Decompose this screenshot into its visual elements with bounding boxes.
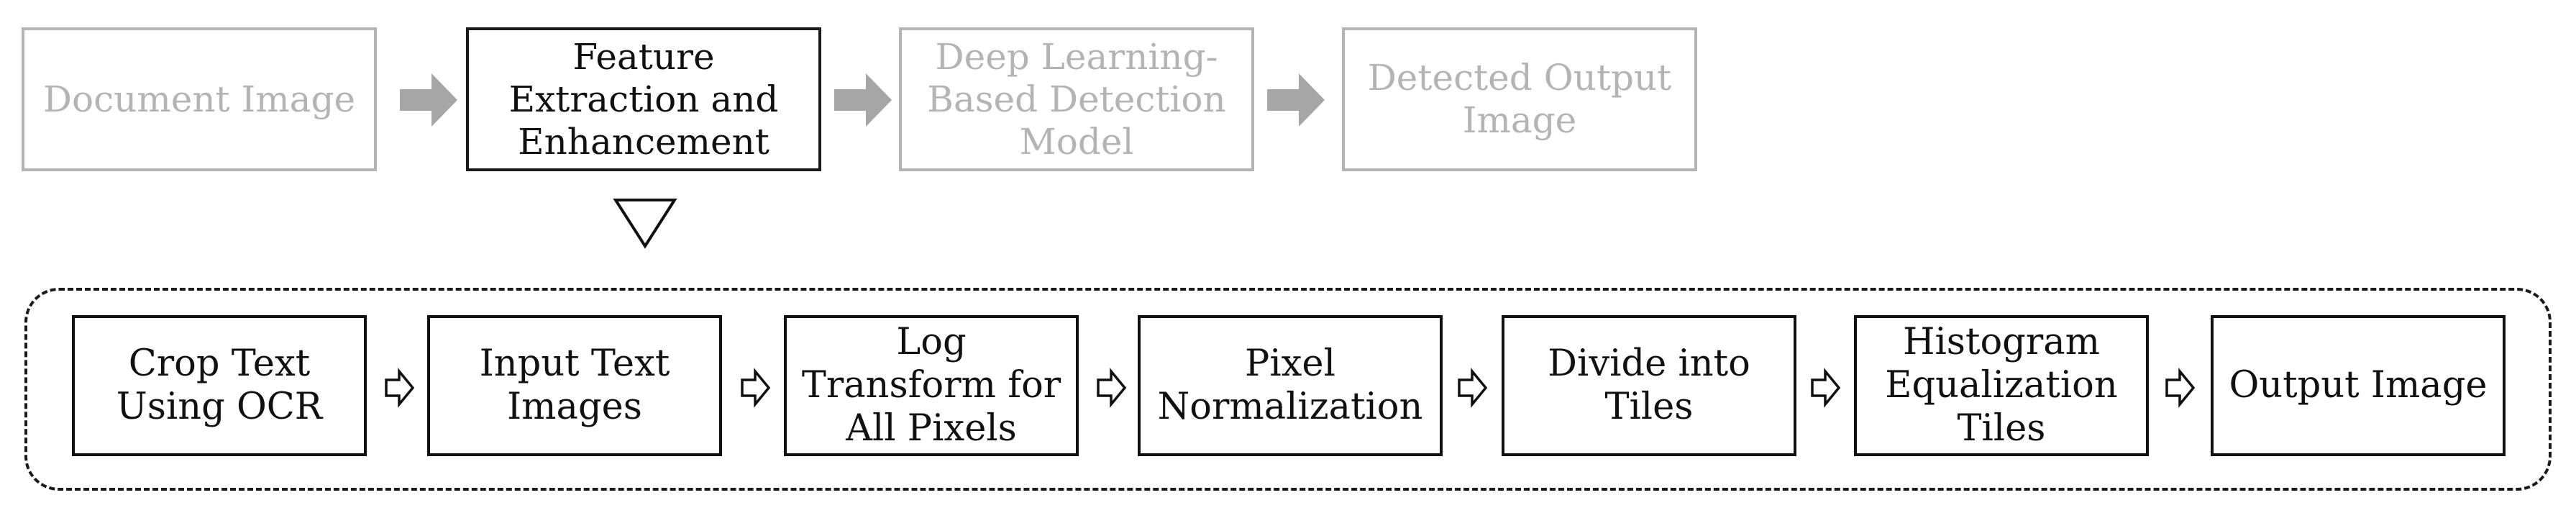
step-arrow-3-icon — [1097, 368, 1127, 408]
top-arrow-2-icon — [834, 73, 892, 127]
step-arrow-4-icon — [1458, 368, 1488, 408]
step-arrow-2-icon — [741, 368, 771, 408]
down-triangle-outline-icon — [613, 199, 677, 249]
top-arrow-3-icon — [1267, 73, 1325, 127]
detected-output-line-2: Image — [1462, 99, 1577, 141]
divide-tiles-line-2: Tiles — [1604, 386, 1694, 428]
pixel-normalization-box: Pixel Normalization — [1138, 315, 1443, 456]
histogram-equalization-line-2: Equalization — [1885, 363, 2118, 407]
detection-model-line-1: Deep Learning- — [935, 35, 1218, 78]
histogram-equalization-box: Histogram Equalization Tiles — [1854, 315, 2149, 456]
output-image-line-1: Output Image — [2229, 363, 2488, 407]
feature-extraction-box: Feature Extraction and Enhancement — [466, 27, 821, 171]
feature-extraction-detail-frame — [24, 288, 2552, 491]
log-transform-line-1: Log — [896, 320, 967, 363]
input-text-images-box: Input Text Images — [427, 315, 722, 456]
input-text-images-line-2: Images — [507, 386, 642, 428]
log-transform-line-3: All Pixels — [846, 407, 1017, 450]
detected-output-line-1: Detected Output — [1367, 57, 1672, 99]
document-image-label: Document Image — [42, 78, 356, 120]
feature-extraction-line-3: Enhancement — [518, 120, 769, 163]
step-arrow-1-icon — [385, 368, 415, 408]
crop-text-line-1: Crop Text — [128, 342, 311, 385]
pixel-normalization-line-2: Normalization — [1157, 386, 1423, 428]
log-transform-box: Log Transform for All Pixels — [784, 315, 1079, 456]
input-text-images-line-1: Input Text — [479, 342, 670, 385]
divide-tiles-line-1: Divide into — [1548, 342, 1750, 385]
pixel-normalization-line-1: Pixel — [1245, 342, 1335, 385]
crop-text-line-2: Using OCR — [116, 386, 323, 428]
divide-tiles-box: Divide into Tiles — [1502, 315, 1796, 456]
detection-model-line-2: Based Detection — [927, 78, 1226, 120]
detection-model-box: Deep Learning- Based Detection Model — [899, 27, 1254, 171]
detection-model-line-3: Model — [1019, 120, 1134, 163]
feature-extraction-line-1: Feature — [572, 35, 715, 78]
histogram-equalization-line-1: Histogram — [1903, 320, 2100, 363]
step-arrow-6-icon — [2165, 368, 2196, 408]
detected-output-box: Detected Output Image — [1342, 27, 1697, 171]
document-image-box: Document Image — [22, 27, 377, 171]
output-image-box: Output Image — [2211, 315, 2506, 456]
feature-extraction-line-2: Extraction and — [508, 78, 779, 120]
log-transform-line-2: Transform for — [801, 363, 1061, 407]
top-arrow-1-icon — [400, 73, 457, 127]
crop-text-box: Crop Text Using OCR — [72, 315, 367, 456]
step-arrow-5-icon — [1811, 368, 1841, 408]
histogram-equalization-line-3: Tiles — [1957, 407, 2046, 450]
